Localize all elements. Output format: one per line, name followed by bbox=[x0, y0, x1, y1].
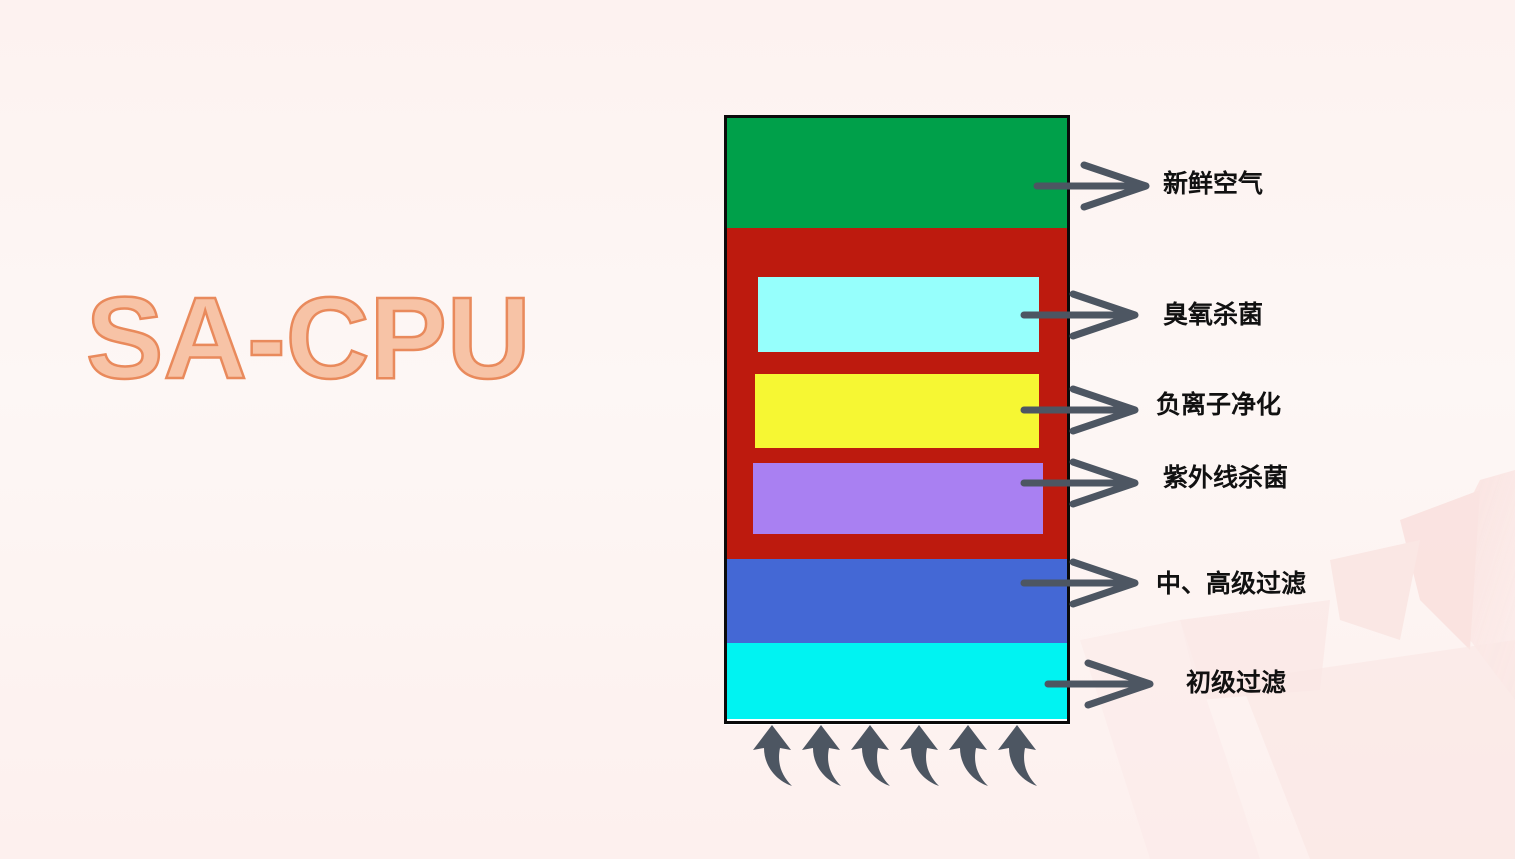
output-arrow-uv bbox=[1020, 458, 1139, 508]
unit-frame-border bbox=[724, 115, 1070, 724]
layer-negative-ion bbox=[755, 374, 1039, 448]
label-primary-filter: 初级过滤 bbox=[1186, 668, 1287, 697]
layer-uv bbox=[753, 463, 1043, 534]
layer-fresh-air bbox=[727, 118, 1067, 228]
label-uv: 紫外线杀菌 bbox=[1163, 463, 1289, 492]
label-negative-ion: 负离子净化 bbox=[1156, 390, 1282, 419]
layer-mid-high-filter bbox=[727, 559, 1067, 643]
output-arrows bbox=[1020, 161, 1154, 709]
label-ozone: 臭氧杀菌 bbox=[1163, 300, 1264, 329]
layer-primary-filter bbox=[727, 643, 1067, 719]
output-arrow-fresh_air bbox=[1033, 161, 1150, 211]
label-fresh-air: 新鲜空气 bbox=[1163, 169, 1264, 198]
inlet-arrow bbox=[900, 725, 939, 786]
output-arrow-ozone bbox=[1020, 290, 1139, 340]
inlet-arrow bbox=[802, 725, 841, 786]
inlet-arrow bbox=[949, 725, 988, 786]
output-arrow-mid_high_filter bbox=[1020, 558, 1139, 608]
inlet-arrow bbox=[753, 725, 792, 786]
inlet-arrow bbox=[998, 725, 1037, 786]
label-mid-high-filter: 中、高级过滤 bbox=[1156, 569, 1307, 598]
inlet-arrow bbox=[851, 725, 890, 786]
output-arrow-negative_ion bbox=[1020, 385, 1139, 435]
output-arrow-primary_filter bbox=[1044, 659, 1154, 709]
layer-ozone bbox=[758, 277, 1039, 352]
page-title: SA-CPU bbox=[85, 273, 532, 403]
inlet-arrows bbox=[753, 725, 1037, 786]
